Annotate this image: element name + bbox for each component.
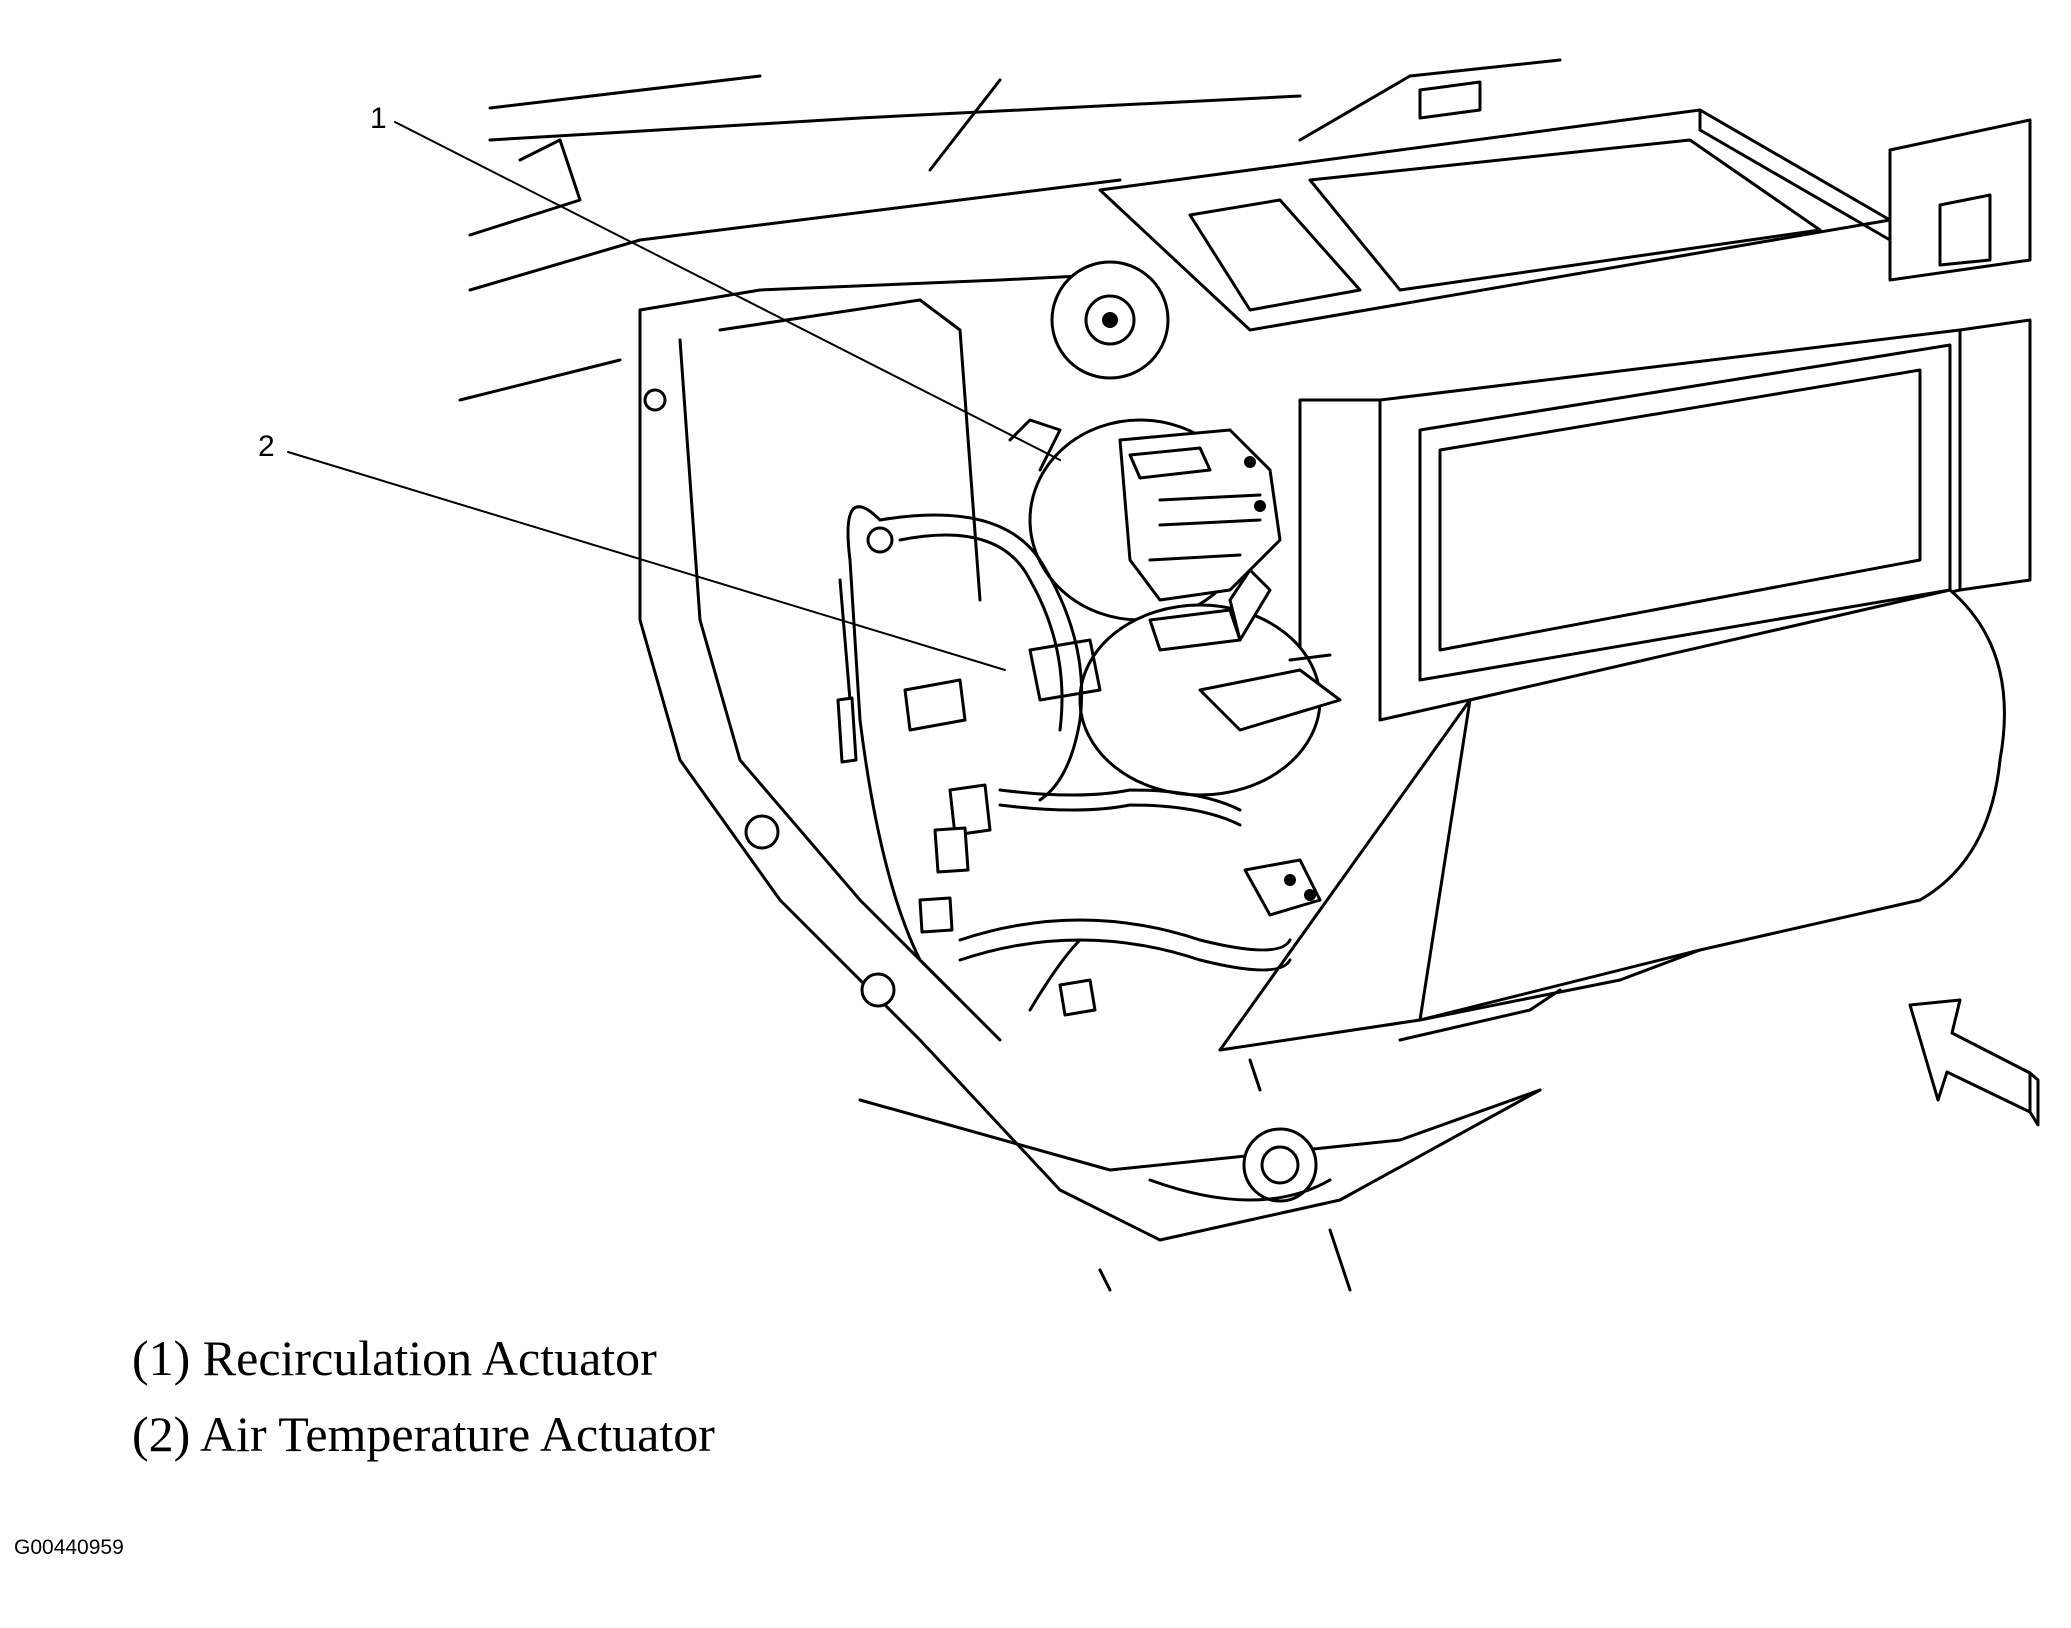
air-temperature-actuator [1028, 568, 1342, 797]
blower-cylinder [1218, 588, 2006, 1092]
figure-id: G00440959 [14, 1536, 124, 1559]
callout-1: 1 [370, 102, 387, 135]
recirculation-actuator [1008, 418, 1282, 622]
callout-2: 2 [258, 430, 275, 463]
rear-hub [1050, 260, 1170, 380]
legend-item-2: (2) Air Temperature Actuator [132, 1406, 715, 1462]
dashboard-panel [458, 58, 1562, 402]
legend-item-1: (1) Recirculation Actuator [132, 1330, 657, 1386]
hvac-housing [638, 273, 1542, 1292]
view-direction-arrow-icon [1908, 998, 2040, 1127]
leader-lines [287, 121, 1061, 671]
legend: (1) Recirculation Actuator (2) Air Tempe… [132, 1320, 715, 1472]
upper-vent-box [1098, 80, 2032, 332]
wiring-harness [836, 505, 1322, 1017]
